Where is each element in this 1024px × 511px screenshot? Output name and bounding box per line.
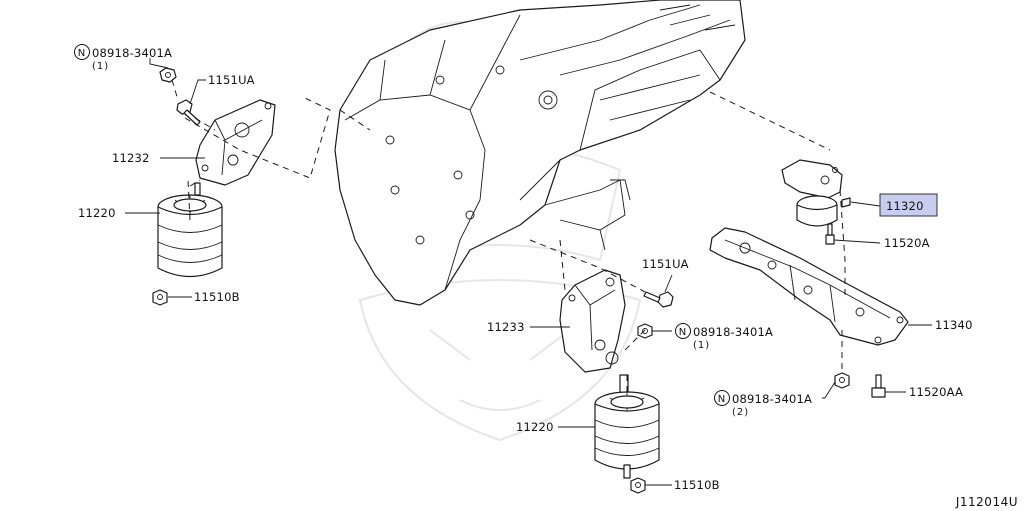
leader-lines xyxy=(125,58,932,486)
assembly-lines xyxy=(171,79,846,395)
nut-center-prefix: N xyxy=(679,327,687,338)
rear-mount-assembly xyxy=(709,159,909,398)
label-nut-bottom-center[interactable]: 11510B xyxy=(674,478,720,492)
label-nut-right[interactable]: N 08918-3401A (2) xyxy=(714,390,813,419)
insulator-left-icon xyxy=(157,182,223,277)
nut-right-prefix: N xyxy=(718,394,726,405)
label-bolt-left[interactable]: 1151UA xyxy=(208,73,255,87)
label-insulator-left[interactable]: 11220 xyxy=(78,206,116,220)
rear-mount-number: 11320 xyxy=(886,199,924,213)
nut-bottom-center-icon xyxy=(630,477,646,494)
label-bolt-center[interactable]: 1151UA xyxy=(642,257,689,271)
left-mount-assembly xyxy=(152,67,276,306)
bracket-center-icon xyxy=(559,269,626,373)
nut-bottom-left-icon xyxy=(152,289,168,306)
label-member[interactable]: 11340 xyxy=(935,318,973,332)
bracket-left-icon xyxy=(195,99,276,186)
insulator-center-icon xyxy=(594,374,660,479)
nut-center-icon xyxy=(637,323,653,339)
label-bracket-center[interactable]: 11233 xyxy=(487,320,525,334)
label-rear-bolt-bottom[interactable]: 11520AA xyxy=(909,385,963,399)
nut-left-number: 08918-3401A xyxy=(92,46,172,60)
nut-center-number: 08918-3401A xyxy=(693,325,773,339)
bolt-left-icon xyxy=(176,99,201,126)
nut-left-qty: (1) xyxy=(92,61,109,72)
nut-right-number: 08918-3401A xyxy=(732,392,812,406)
nut-left-icon xyxy=(159,67,177,83)
nut-left-prefix: N xyxy=(78,48,86,59)
center-mount-assembly xyxy=(559,269,674,494)
crossmember-icon xyxy=(709,227,909,346)
nut-right-icon xyxy=(834,372,850,389)
label-insulator-center[interactable]: 11220 xyxy=(516,420,554,434)
nut-center-qty: (1) xyxy=(693,340,710,351)
nut-right-qty: (2) xyxy=(732,407,749,418)
bolt-rear-top-icon xyxy=(825,197,851,245)
bolt-rear-bottom-icon xyxy=(871,374,886,398)
diagram-code: J112014U xyxy=(955,495,1018,509)
label-nut-bottom-left[interactable]: 11510B xyxy=(194,290,240,304)
label-nut-left[interactable]: N 08918-3401A (1) xyxy=(74,44,173,73)
label-bracket-left[interactable]: 11232 xyxy=(112,151,150,165)
rear-mount-icon xyxy=(781,159,843,227)
label-rear-mount[interactable]: 11320 xyxy=(879,193,938,217)
bolt-center-icon xyxy=(643,291,674,308)
label-nut-center[interactable]: N 08918-3401A (1) xyxy=(675,323,774,352)
engine-transmission xyxy=(334,0,746,306)
label-rear-bolt-top[interactable]: 11520A xyxy=(884,236,930,250)
